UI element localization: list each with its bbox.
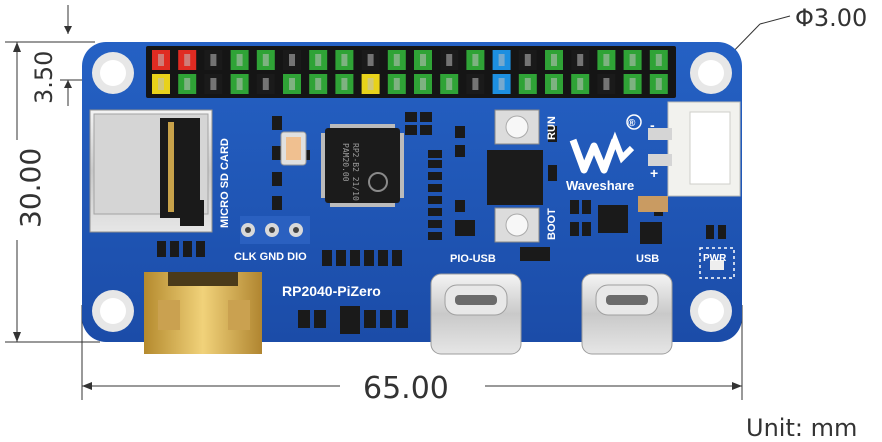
header-pin-top-15-post — [524, 54, 531, 66]
header-pin-top-8-post — [341, 54, 348, 66]
header-pin-top-7-post — [315, 54, 322, 66]
usb-label: USB — [636, 253, 659, 265]
mini-hdmi-port — [144, 272, 262, 354]
capacitor — [638, 196, 668, 212]
run-button[interactable] — [494, 109, 540, 145]
header-pin-bottom-13-post — [472, 78, 479, 90]
header-pin-bottom-11-post — [420, 78, 426, 90]
header-pin-bottom-16-post — [551, 78, 557, 90]
board-width-label: 65.00 — [363, 371, 449, 406]
header-pin-top-5-post — [262, 54, 269, 66]
usb-port — [581, 273, 673, 355]
chip-marking-2: PAM20.00 — [341, 143, 350, 182]
unit-label: Unit: mm — [746, 414, 857, 442]
header-pin-bottom-8-post — [341, 78, 348, 90]
header-pin-top-19-post — [629, 54, 636, 66]
waveshare-logo — [569, 114, 642, 174]
header-pin-bottom-17-post — [577, 78, 584, 90]
header-pin-bottom-12-post — [446, 78, 453, 90]
header-pin-bottom-18-post — [603, 78, 610, 90]
header-pin-bottom-10-post — [393, 78, 400, 90]
header-pin-top-2-post — [184, 54, 191, 66]
pwr-led-outline — [699, 247, 735, 279]
header-pin-top-11-post — [420, 54, 426, 66]
pcb-body — [82, 42, 742, 342]
mounting-hole-top-right — [690, 52, 732, 94]
chip-marking-1: RP2-B2 21/10 — [351, 143, 360, 201]
crystal-core — [286, 137, 301, 160]
header-pin-bottom-6-post — [289, 78, 295, 90]
vertical-pin-row — [428, 150, 442, 158]
boot-label: BOOT — [546, 208, 558, 240]
micro-sd-slot — [89, 109, 213, 233]
header-pin-bottom-7-post — [315, 78, 322, 90]
usb-controller-chip — [487, 150, 543, 205]
minus-label: - — [650, 117, 655, 133]
header-pin-top-14-post — [498, 54, 505, 66]
gpio-header — [146, 46, 676, 98]
header-pin-top-1-post — [158, 54, 164, 66]
board-height-label: 30.00 — [14, 148, 47, 228]
hole-offset-label: 3.50 — [30, 51, 58, 104]
header-pin-top-13-post — [472, 54, 479, 66]
brand-label: Waveshare — [566, 178, 634, 193]
rp2040-chip — [321, 124, 404, 207]
header-pin-bottom-4-post — [236, 78, 243, 90]
run-label: RUN — [546, 116, 558, 140]
header-pin-bottom-3-post — [210, 78, 217, 90]
pio-usb-label: PIO-USB — [450, 253, 496, 265]
boot-button[interactable] — [494, 207, 540, 243]
resistor-array — [298, 160, 442, 334]
mounting-hole-top-left — [92, 52, 134, 94]
registered-mark: ® — [628, 118, 636, 129]
sd-card-label: MICRO SD CARD — [219, 138, 231, 228]
header-pin-top-18-post — [603, 54, 610, 66]
header-pin-bottom-1-post — [158, 78, 164, 90]
mounting-hole-bottom-right — [690, 290, 732, 332]
swd-pads — [240, 216, 310, 244]
battery-connector — [648, 101, 741, 197]
model-label: RP2040-PiZero — [282, 283, 381, 299]
header-pin-bottom-19-post — [629, 78, 636, 90]
header-pin-top-16-post — [551, 54, 557, 66]
plus-label: + — [650, 165, 658, 181]
header-pin-bottom-5-post — [262, 78, 269, 90]
header-pin-top-6-post — [289, 54, 295, 66]
header-pin-top-20-post — [655, 54, 662, 66]
header-pin-bottom-15-post — [524, 78, 531, 90]
header-pin-bottom-20-post — [655, 78, 662, 90]
pwr-label: PWR — [703, 253, 727, 264]
header-pin-bottom-14-post — [498, 78, 505, 90]
header-pin-top-17-post — [577, 54, 584, 66]
swd-label: CLK GND DIO — [234, 251, 307, 263]
gpio-pins — [152, 50, 668, 94]
header-pin-top-3-post — [210, 54, 217, 66]
header-pin-top-12-post — [446, 54, 453, 66]
header-pin-top-4-post — [236, 54, 243, 66]
header-pin-bottom-2-post — [184, 78, 191, 90]
mounting-hole-bottom-left — [92, 290, 134, 332]
pwr-led — [710, 260, 724, 270]
header-pin-bottom-9-post — [367, 78, 374, 90]
header-pin-top-10-post — [393, 54, 400, 66]
header-pin-top-9-post — [367, 54, 374, 66]
hole-diameter-label: Φ3.00 — [795, 4, 867, 32]
pio-usb-port — [430, 273, 522, 355]
